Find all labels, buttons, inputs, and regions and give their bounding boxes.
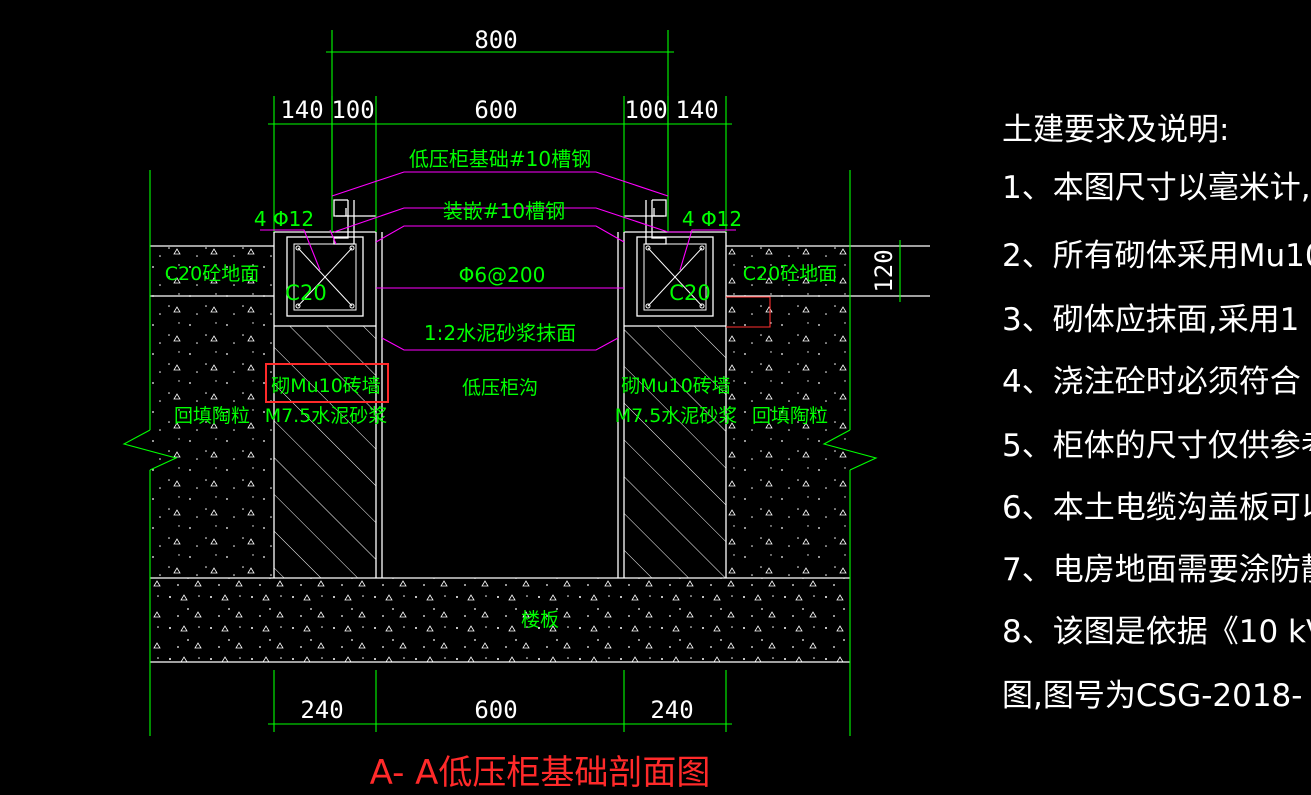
label-slab: 楼板	[521, 609, 559, 631]
note-item-2: 2、所有砌体采用Mu10砖M7.	[1002, 238, 1311, 274]
dim-bottom-left: 240	[300, 696, 343, 724]
note-item-9: 图,图号为CSG-2018-	[1002, 678, 1302, 714]
notes-heading: 土建要求及说明:	[1002, 112, 1229, 148]
dim-right-inner: 100	[624, 96, 667, 124]
label-rebar-left: 4 Φ12	[254, 207, 314, 231]
label-fill-right: 回填陶粒	[752, 405, 828, 427]
note-item-5: 5、柜体的尺寸仅供参考,具	[1002, 428, 1311, 464]
label-rebar-right: 4 Φ12	[682, 207, 742, 231]
callout-lines	[260, 171, 736, 351]
drawing-title: A- A低压柜基础剖面图	[370, 753, 711, 793]
highlight-box	[265, 363, 389, 403]
structure-outline	[150, 231, 930, 663]
note-item-7: 7、电房地面需要涂防静电	[1002, 552, 1311, 588]
dim-bottom-middle: 600	[474, 696, 517, 724]
beam-rebars	[293, 243, 707, 311]
label-beam-right: C20	[669, 281, 710, 305]
label-beam-left: C20	[285, 281, 326, 305]
label-wall-left-1: 砌Mu10砖墙	[271, 375, 381, 397]
fill-regions	[150, 246, 850, 662]
label-floor-left: C20砼地面	[165, 263, 259, 285]
note-item-4: 4、浇注砼时必须符合	[1002, 364, 1301, 400]
label-fill-left: 回填陶粒	[174, 405, 250, 427]
label-wall-right-2: M7.5水泥砂浆	[615, 405, 738, 427]
label-stirrup: Φ6@200	[459, 263, 546, 287]
note-item-3: 3、砌体应抹面,采用1	[1002, 302, 1299, 338]
dim-height: 120	[870, 249, 898, 292]
label-trench: 低压柜沟	[462, 377, 538, 399]
channel-steel	[333, 199, 667, 245]
note-item-8: 8、该图是依据《10 kV及	[1002, 614, 1311, 650]
label-plaster: 1:2水泥砂浆抹面	[424, 321, 576, 345]
dim-overall: 800	[474, 26, 517, 54]
label-channel-steel-base: 低压柜基础#10槽钢	[409, 147, 591, 171]
dim-left-inner: 100	[331, 96, 374, 124]
dim-bottom-right: 240	[650, 696, 693, 724]
label-floor-right: C20砼地面	[743, 263, 837, 285]
dim-middle-top: 600	[474, 96, 517, 124]
dimension-lines	[122, 30, 901, 736]
note-item-1: 1、本图尺寸以毫米计,标高以米	[1002, 170, 1311, 206]
dim-left-outer: 140	[280, 96, 323, 124]
label-wall-right-1: 砌Mu10砖墙	[621, 375, 731, 397]
note-item-6: 6、本土电缆沟盖板可以选	[1002, 490, 1311, 526]
dim-right-outer: 140	[675, 96, 718, 124]
label-embedded-channel: 装嵌#10槽钢	[443, 199, 565, 223]
label-wall-left-2: M7.5水泥砂浆	[265, 405, 388, 427]
